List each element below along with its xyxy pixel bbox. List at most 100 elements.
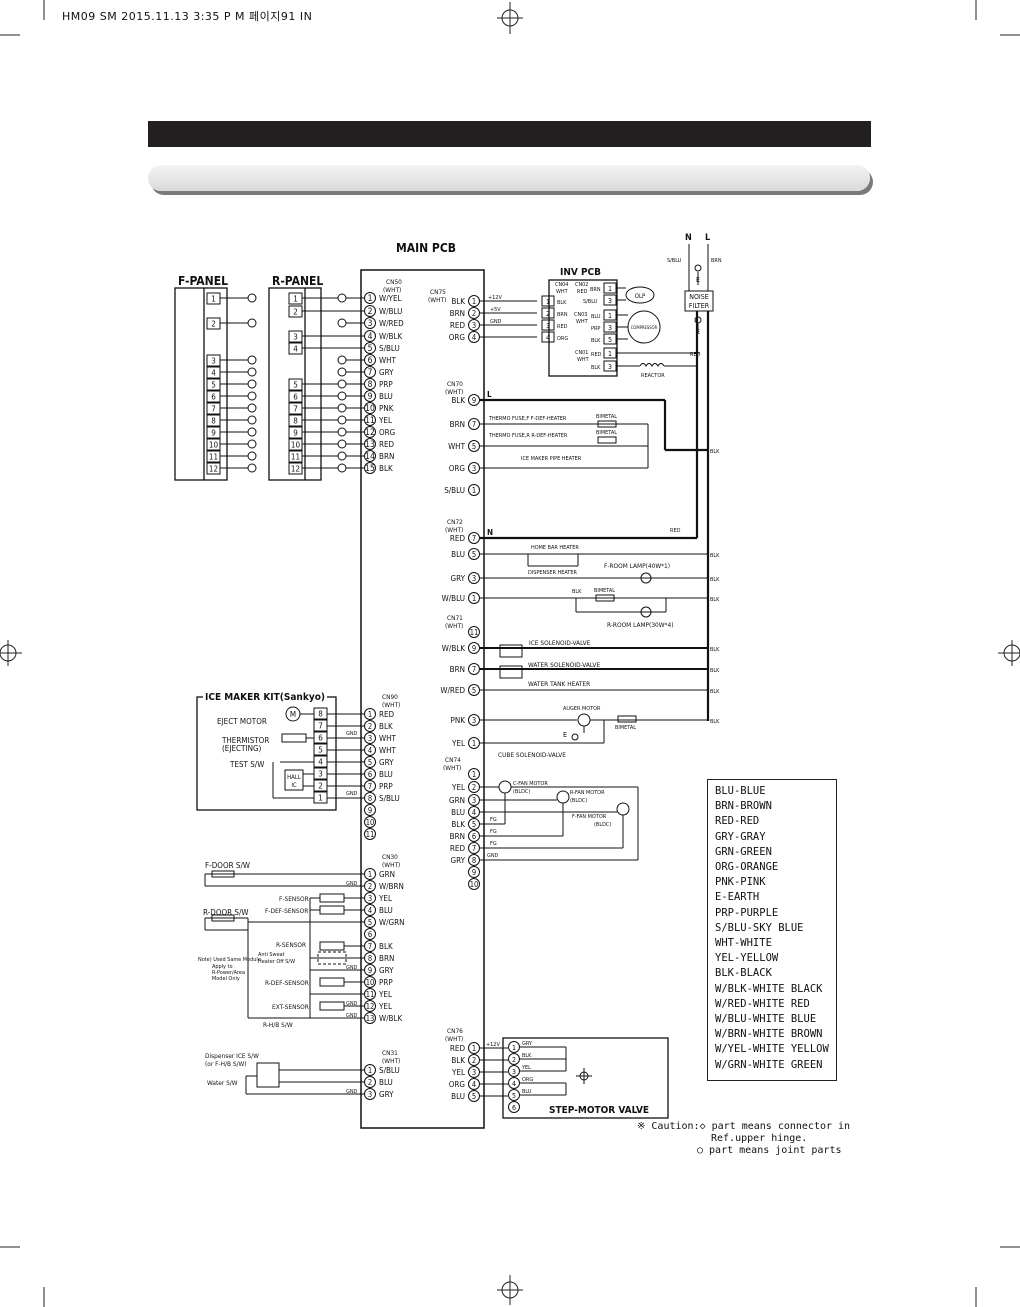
- svg-text:BIMETAL: BIMETAL: [596, 430, 617, 436]
- svg-text:EJECT MOTOR: EJECT MOTOR: [217, 717, 267, 726]
- svg-text:2: 2: [368, 722, 372, 731]
- svg-text:WHT: WHT: [577, 357, 590, 363]
- svg-text:3: 3: [472, 321, 476, 330]
- r-panel-wires: [302, 293, 364, 473]
- svg-text:CN03: CN03: [574, 312, 587, 318]
- svg-text:11: 11: [366, 990, 375, 999]
- svg-text:R-SENSOR: R-SENSOR: [276, 941, 306, 949]
- svg-text:(BLDC): (BLDC): [513, 789, 530, 795]
- svg-text:Model Only: Model Only: [212, 976, 240, 982]
- svg-text:+12V: +12V: [488, 295, 502, 301]
- svg-text:3: 3: [472, 796, 476, 805]
- svg-text:3: 3: [368, 1090, 372, 1099]
- svg-text:PNK: PNK: [451, 716, 466, 725]
- legend-item: BLU-BLUE: [715, 785, 766, 797]
- svg-text:9: 9: [472, 396, 476, 405]
- svg-text:BRN: BRN: [711, 258, 722, 264]
- svg-text:RED: RED: [577, 289, 588, 295]
- svg-text:6: 6: [512, 1104, 516, 1112]
- svg-text:10: 10: [366, 978, 375, 987]
- svg-text:11: 11: [365, 416, 375, 426]
- svg-text:5: 5: [472, 442, 476, 451]
- svg-text:9: 9: [472, 644, 476, 653]
- svg-text:RED: RED: [450, 844, 466, 853]
- svg-text:7: 7: [472, 534, 476, 543]
- step-motor-valve-title: STEP-MOTOR VALVE: [549, 1105, 649, 1116]
- svg-text:3: 3: [608, 324, 612, 332]
- svg-text:RED: RED: [670, 528, 681, 534]
- svg-text:1: 1: [318, 794, 323, 803]
- svg-text:L: L: [487, 390, 492, 399]
- svg-text:CN04: CN04: [555, 282, 568, 288]
- legend-item: PRP-PURPLE: [715, 906, 779, 919]
- svg-text:GRY: GRY: [379, 368, 394, 377]
- svg-text:1: 1: [608, 285, 612, 293]
- svg-text:1: 1: [472, 1044, 476, 1053]
- svg-text:RED: RED: [591, 352, 602, 358]
- svg-text:C-FAN MOTOR: C-FAN MOTOR: [513, 781, 548, 787]
- svg-text:6: 6: [211, 393, 216, 402]
- legend-item: W/BLK-WHITE BLACK: [715, 982, 823, 995]
- power-bus-lines: [480, 311, 710, 721]
- svg-text:2: 2: [318, 782, 323, 791]
- svg-text:BLK: BLK: [710, 449, 720, 455]
- svg-text:(WHT): (WHT): [382, 701, 400, 709]
- svg-text:RED: RED: [690, 352, 701, 358]
- svg-text:6: 6: [368, 930, 372, 939]
- svg-text:2: 2: [472, 309, 476, 318]
- svg-text:8: 8: [318, 710, 323, 719]
- svg-text:13: 13: [366, 1014, 375, 1023]
- svg-text:BRN: BRN: [379, 954, 394, 963]
- svg-text:8: 8: [368, 794, 372, 803]
- svg-text:8: 8: [293, 417, 298, 426]
- svg-text:3: 3: [293, 333, 298, 342]
- svg-text:11: 11: [470, 628, 479, 637]
- svg-text:BLK: BLK: [710, 689, 720, 695]
- svg-text:5: 5: [472, 686, 476, 695]
- legend-item: W/YEL-WHITE YELLOW: [715, 1043, 829, 1056]
- svg-text:7: 7: [368, 782, 372, 791]
- svg-text:BLK: BLK: [379, 942, 393, 951]
- svg-text:Anti Sweat: Anti Sweat: [258, 952, 285, 958]
- svg-text:BLK: BLK: [451, 820, 465, 829]
- legend-item: WHT-WHITE: [715, 937, 772, 950]
- svg-text:BLK: BLK: [557, 300, 567, 306]
- svg-text:2: 2: [368, 1078, 372, 1087]
- section-subtitle-bar: [148, 165, 870, 191]
- svg-text:4: 4: [368, 332, 373, 342]
- svg-text:WATER TANK HEATER: WATER TANK HEATER: [528, 680, 590, 688]
- svg-text:HALL: HALL: [287, 774, 301, 781]
- legend-item: RED-RED: [715, 815, 760, 828]
- svg-text:YEL: YEL: [378, 1002, 392, 1011]
- svg-text:8: 8: [211, 417, 216, 426]
- svg-text:11: 11: [366, 830, 375, 839]
- svg-text:BLU: BLU: [451, 1092, 465, 1101]
- svg-text:5: 5: [472, 1092, 476, 1101]
- svg-text:2: 2: [368, 882, 372, 891]
- svg-text:(WHT): (WHT): [445, 526, 463, 534]
- svg-text:W/BRN: W/BRN: [379, 882, 404, 891]
- r-panel-title: R-PANEL: [272, 274, 323, 288]
- svg-text:4: 4: [368, 906, 372, 915]
- svg-text:8: 8: [368, 954, 372, 963]
- svg-text:10: 10: [291, 441, 301, 450]
- svg-text:3: 3: [368, 319, 373, 329]
- svg-text:(EJECTING): (EJECTING): [222, 744, 262, 753]
- svg-text:RED: RED: [379, 710, 395, 719]
- svg-text:WHT: WHT: [379, 356, 397, 365]
- svg-text:9: 9: [472, 868, 476, 877]
- svg-text:6: 6: [293, 393, 298, 402]
- svg-text:(WHT): (WHT): [382, 861, 400, 869]
- svg-text:7: 7: [472, 665, 476, 674]
- svg-text:BLK: BLK: [710, 647, 720, 653]
- page-header: HM09 SM 2015.11.13 3:35 P M 페이지91 IN: [62, 10, 313, 23]
- svg-text:THERMO FUSE,F F-DEF-HEATER: THERMO FUSE,F F-DEF-HEATER: [488, 416, 567, 422]
- svg-text:6: 6: [318, 734, 323, 743]
- svg-text:HOME BAR HEATER: HOME BAR HEATER: [531, 545, 579, 551]
- svg-text:3: 3: [512, 1068, 516, 1076]
- svg-text:BLK: BLK: [710, 668, 720, 674]
- svg-text:3: 3: [608, 297, 612, 305]
- svg-text:THERMISTOR: THERMISTOR: [221, 736, 269, 745]
